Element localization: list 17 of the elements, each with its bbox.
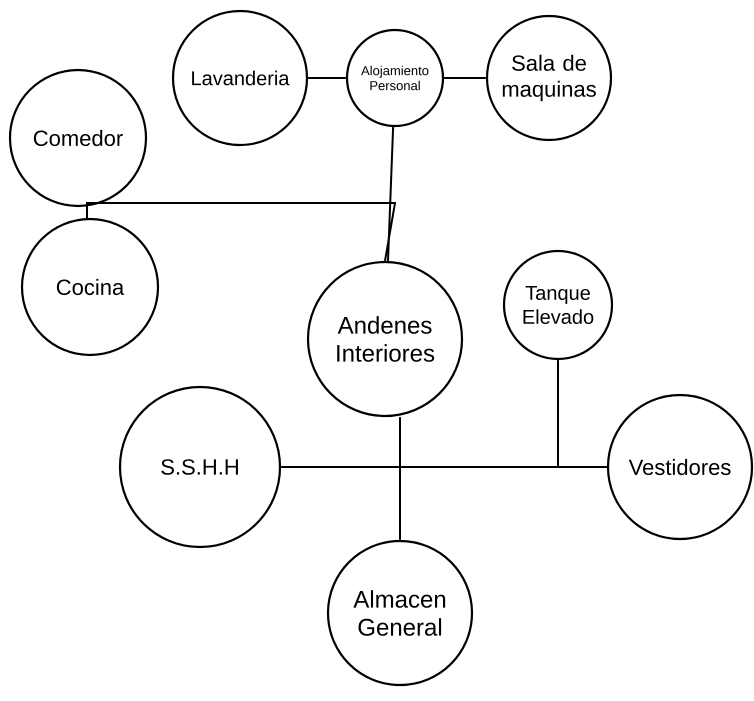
circle-node: Almacen General xyxy=(326,540,474,686)
connector-line xyxy=(399,417,401,540)
circle-node: Lavanderia xyxy=(172,10,308,146)
circle-node: Sala de maquinas xyxy=(486,14,612,142)
connector-line xyxy=(86,206,88,219)
connector-line xyxy=(557,360,607,468)
circle-node: Vestidores xyxy=(606,394,754,540)
connector-line xyxy=(387,127,394,261)
connector-line xyxy=(86,202,396,262)
circle-node: Alojamiento Personal xyxy=(346,28,444,128)
connector-line xyxy=(308,77,346,79)
circle-node: Tanque Elevado xyxy=(502,250,614,360)
circle-node: Andenes Interiores xyxy=(306,260,464,418)
circle-node: Comedor xyxy=(8,68,148,208)
connector-line xyxy=(444,77,486,79)
circle-node: S.S.H.H xyxy=(118,386,282,548)
circle-node: Cocina xyxy=(20,218,160,356)
